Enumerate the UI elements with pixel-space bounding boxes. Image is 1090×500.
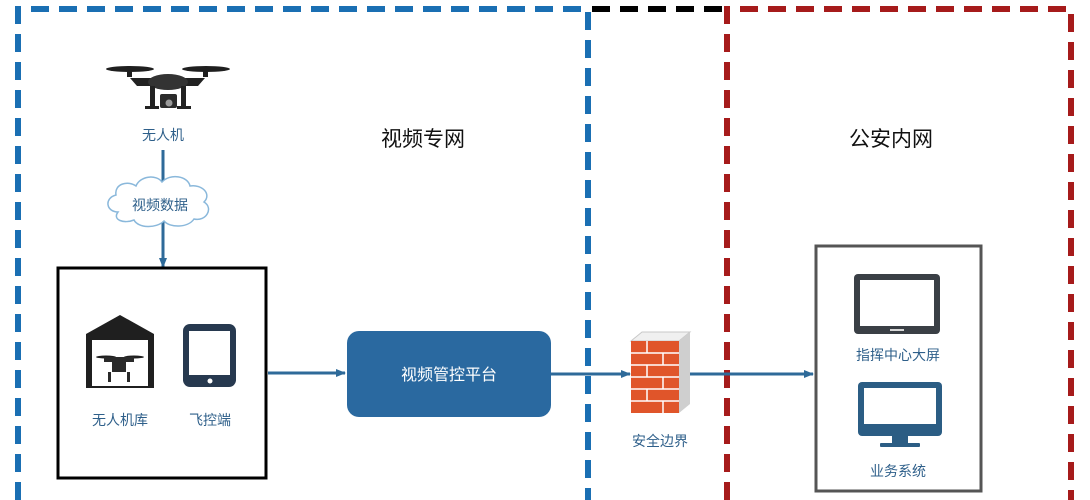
drone-icon	[106, 66, 230, 109]
hangar-group-box	[56, 266, 268, 480]
video-net-title: 视频专网	[381, 127, 465, 151]
hangar-icon	[86, 315, 154, 388]
police-net-zone	[724, 6, 1074, 500]
monitor-icon	[858, 382, 942, 447]
platform-box	[347, 331, 551, 417]
tablet-icon	[183, 324, 236, 387]
police-net-title: 公安内网	[849, 127, 933, 151]
video-data-label: 视频数据	[132, 198, 188, 214]
platform-label: 视频管控平台	[401, 365, 497, 384]
screen-icon	[854, 274, 940, 334]
firewall-label: 安全边界	[632, 433, 688, 450]
hangar-label: 无人机库	[92, 413, 148, 429]
firewall-icon	[629, 331, 692, 413]
command-screen-label: 指挥中心大屏	[856, 348, 940, 364]
police-group-box	[814, 244, 983, 493]
flight-control-label: 飞控端	[189, 413, 231, 429]
video-data-cloud	[107, 175, 210, 228]
drone-label: 无人机	[142, 128, 184, 144]
business-system-label: 业务系统	[870, 464, 926, 480]
